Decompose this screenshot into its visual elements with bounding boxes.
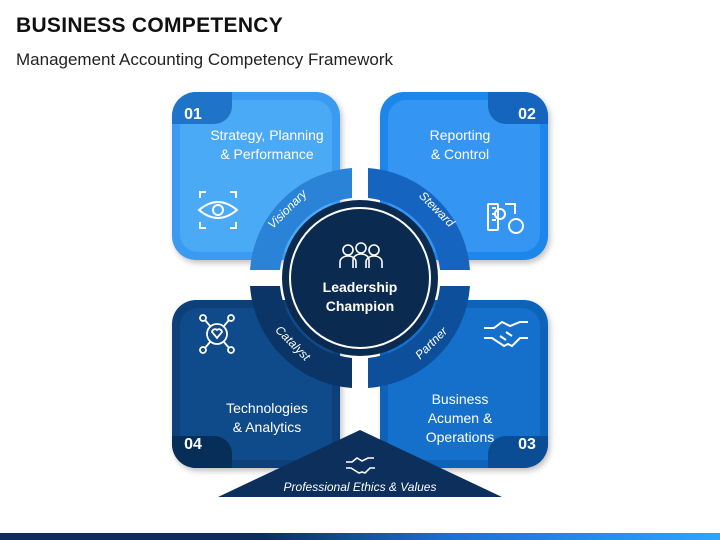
quadrant-1-number-tab — [172, 92, 232, 124]
quadrant-2-number: 02 — [518, 106, 536, 123]
ring-segment-partner — [368, 286, 470, 388]
bottom-bar-gradient — [260, 533, 720, 540]
quadrant-2-number-tab — [488, 92, 548, 124]
quadrant-3-label-line3: Operations — [426, 429, 494, 445]
center-hub: Leadership Champion — [282, 200, 438, 356]
center-label-line1: Leadership — [323, 279, 398, 295]
network-heart-icon — [199, 314, 235, 354]
quadrant-2-label-line2: & Control — [431, 146, 489, 162]
quadrant-3-label-line2: Acumen & — [428, 410, 493, 426]
center-label-line2: Champion — [326, 298, 394, 314]
quadrant-1-number: 01 — [184, 106, 202, 123]
quadrant-1-label-line1: Strategy, Planning — [210, 127, 323, 143]
role-ring: Visionary Steward Partner Catalyst — [250, 168, 470, 388]
quadrant-3-number-tab — [488, 436, 548, 468]
footer-triangle — [218, 430, 502, 497]
quadrant-3-number: 03 — [518, 436, 536, 453]
footer-label: Professional Ethics & Values — [284, 480, 437, 494]
handshake-icon — [484, 320, 528, 348]
ring-segment-visionary — [250, 168, 352, 270]
ring-segment-catalyst — [250, 286, 352, 388]
center-circle — [282, 200, 438, 356]
page-title: BUSINESS COMPETENCY — [16, 14, 284, 37]
quadrant-4-number: 04 — [184, 436, 202, 453]
team-people-icon — [339, 242, 383, 268]
quadrant-4-label-line2: & Analytics — [233, 419, 301, 435]
quadrant-2-label-line1: Reporting — [430, 127, 491, 143]
footer-handshake-icon — [346, 457, 375, 474]
gears-control-icon — [487, 203, 524, 234]
bottom-bar-dark — [0, 533, 260, 540]
bottom-accent-bar — [0, 533, 720, 540]
ring-segment-steward — [368, 168, 470, 270]
eye-target-icon — [197, 191, 239, 229]
center-circle-outline — [289, 207, 431, 349]
footer-base: Professional Ethics & Values — [218, 430, 502, 497]
quadrant-4-number-tab — [172, 436, 232, 468]
quadrant-4-label-line1: Technologies — [226, 400, 308, 416]
quadrant-3-label-line1: Business — [432, 391, 489, 407]
quadrant-1-label-line2: & Performance — [220, 146, 314, 162]
page-subtitle: Management Accounting Competency Framewo… — [16, 50, 394, 69]
